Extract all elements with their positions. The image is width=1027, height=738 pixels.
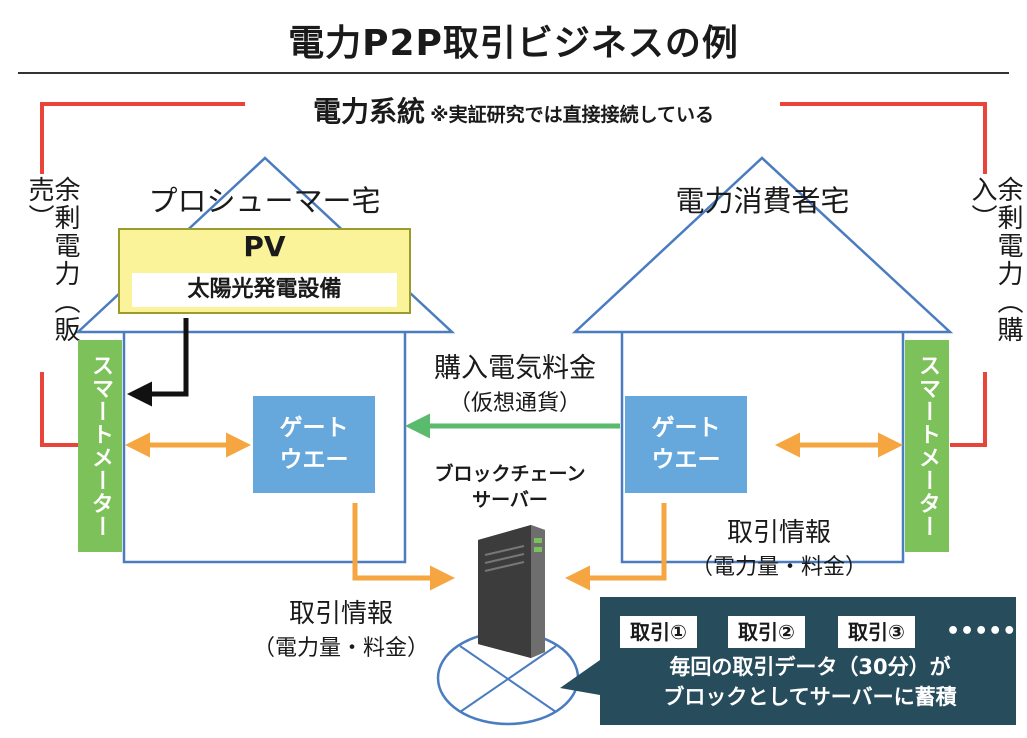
gateway-left: ゲート ウエー [253,396,375,493]
gateway-right-line2: ウエー [651,446,721,473]
server-line2: サーバー [472,488,548,511]
title-divider [18,72,1009,74]
consumer-walls [620,332,905,564]
right-gateway-to-server-arrow [565,503,667,591]
info-text-line1: 毎回の取引データ（30分）が [669,655,951,679]
info-text-line2: ブロックとしてサーバーに蓄積 [663,685,957,710]
server-icon [478,525,545,658]
grid-line-left-lower [40,372,78,447]
left-gateway-to-server-arrow [352,503,455,591]
trade-info-right-line2: （電力量・料金） [690,555,867,580]
grid-note: ※実証研究では直接接続している [430,104,714,126]
surplus-buy-label: 余剰電力（購入） [967,176,1023,344]
trade-info-left-line1: 取引情報 [288,599,393,629]
payment-label: 購入電気料金 （仮想通貨） [405,346,625,417]
chain-item-3: 取引③ [838,616,915,648]
payment-line2: （仮想通貨） [448,391,581,416]
grid-line-left [40,102,245,174]
grid-label: 電力系統 ※実証研究では直接接続している [0,90,1027,130]
surplus-sell-label: 余剰電力（販売） [24,176,80,344]
chain-row: 取引① 取引② 取引③ ••••• [612,616,1016,650]
callout-pointer [560,660,600,695]
pv-subtitle: 太陽光発電設備 [132,273,397,307]
chain-item-2: 取引② [728,616,805,648]
server-label: ブロックチェーン サーバー [410,462,610,513]
prosumer-walls [122,332,407,564]
gateway-left-line2: ウエー [279,446,349,473]
grid-line-right [780,102,987,174]
blockchain-info-text: 毎回の取引データ（30分）が ブロックとしてサーバーに蓄積 [610,652,1010,713]
gateway-left-line1: ゲート [279,415,349,442]
chain-item-1: 取引① [620,616,697,648]
pv-title: PV [243,230,286,263]
smart-meter-left: スマートメーター [78,340,122,552]
grid-line-right-lower [950,372,987,447]
pv-to-meter-arrow [127,318,189,407]
trade-info-left-line2: （電力量・料金） [252,636,429,661]
consumer-house-label: 電力消費者宅 [675,184,850,218]
server-line1: ブロックチェーン [434,463,586,485]
page-title: 電力P2P取引ビジネスの例 [288,23,739,64]
payment-line1: 購入電気料金 [434,353,596,384]
trade-info-right: 取引情報 （電力量・料金） [674,512,884,581]
trade-info-left: 取引情報 （電力量・料金） [236,593,446,662]
consumer-roof [571,156,954,334]
trade-info-right-line1: 取引情報 [726,518,831,548]
smart-meter-right: スマートメーター [905,340,949,552]
prosumer-house-label: プロシューマー宅 [148,184,381,218]
gateway-right-line1: ゲート [651,415,721,442]
chain-ellipsis: ••••• [946,619,1017,644]
grid-title: 電力系統 [312,95,425,128]
gateway-right: ゲート ウエー [625,396,747,493]
